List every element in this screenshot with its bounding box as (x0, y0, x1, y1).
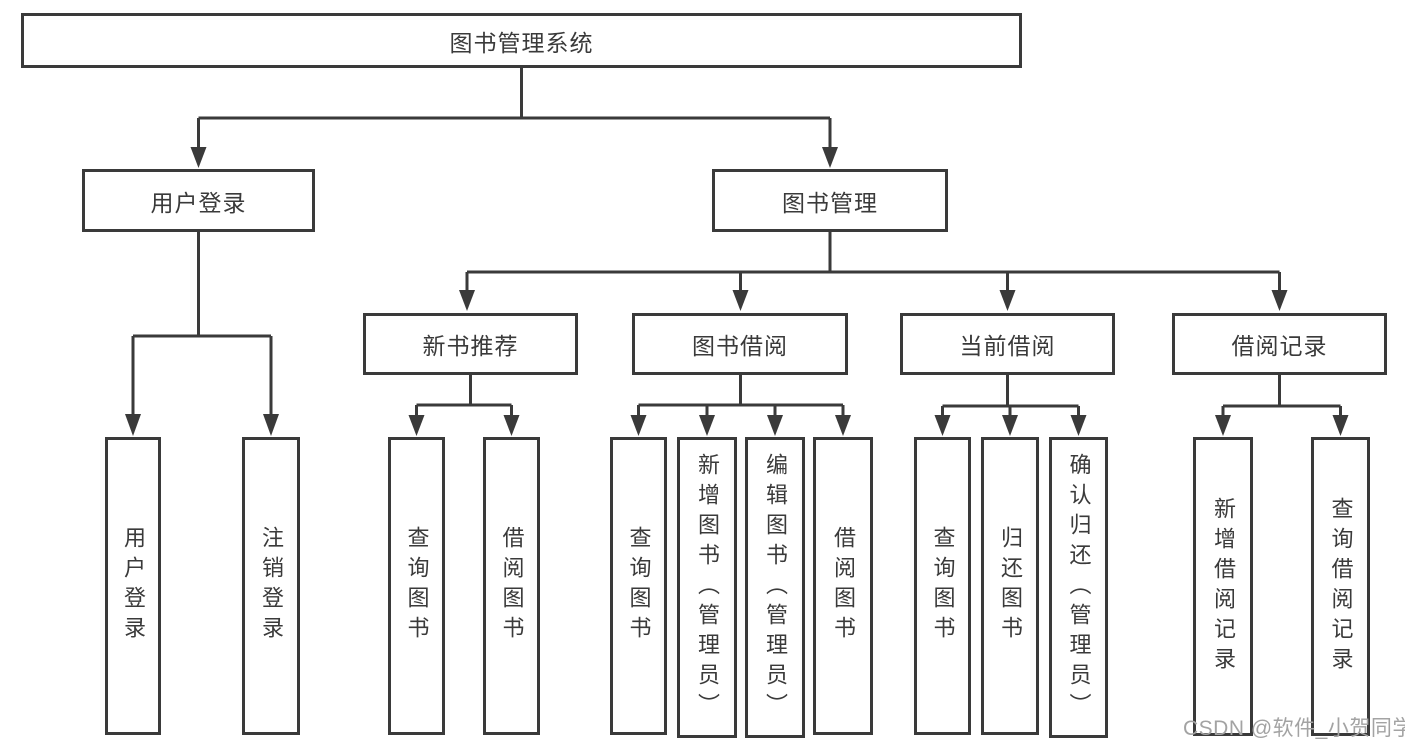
leaf-borrow-books-borrowing: 借阅图书 (813, 437, 873, 735)
node-label: 查询图书 (930, 526, 956, 646)
node-book-borrowing: 图书借阅 (632, 313, 848, 375)
leaf-query-borrow-record: 查询借阅记录 (1311, 437, 1370, 736)
connector-root-to-level2 (190, 68, 838, 168)
node-label: 图书借阅 (692, 333, 788, 359)
leaf-query-books-current: 查询图书 (914, 437, 971, 735)
node-label: 新增图书（管理员） (695, 452, 720, 723)
leaf-query-books-recommend: 查询图书 (388, 437, 445, 735)
node-label: 借阅图书 (499, 526, 525, 646)
node-label: 用户登录 (121, 526, 146, 646)
node-borrowing-records: 借阅记录 (1172, 313, 1387, 375)
connector-new-book-recommend-to-children (408, 375, 520, 436)
node-label: 新增借阅记录 (1211, 496, 1236, 677)
node-label: 编辑图书（管理员） (763, 452, 788, 723)
node-current-borrowing: 当前借阅 (900, 313, 1115, 375)
leaf-logout: 注销登录 (242, 437, 300, 735)
node-label: 图书管理 (782, 189, 878, 216)
leaf-return-books: 归还图书 (981, 437, 1039, 735)
node-label: 新书推荐 (422, 333, 519, 359)
leaf-add-book-admin: 新增图书（管理员） (677, 437, 737, 738)
node-label: 注销登录 (259, 526, 284, 646)
leaf-add-borrow-record: 新增借阅记录 (1193, 437, 1253, 736)
node-label: 借阅记录 (1231, 333, 1328, 359)
connector-book-borrowing-to-children (630, 375, 851, 436)
node-label: 借阅图书 (831, 526, 856, 646)
node-label: 查询借阅记录 (1328, 496, 1354, 677)
connector-book-management-to-level3 (459, 232, 1288, 311)
leaf-query-books-borrowing: 查询图书 (610, 437, 667, 735)
node-label: 查询图书 (626, 526, 652, 646)
csdn-watermark: CSDN @软件_小贺同学 (1183, 717, 1405, 740)
node-label: 归还图书 (998, 526, 1023, 646)
node-label: 图书管理系统 (449, 29, 594, 56)
node-user-login: 用户登录 (82, 169, 315, 232)
node-label: 当前借阅 (959, 333, 1056, 359)
leaf-edit-book-admin: 编辑图书（管理员） (745, 437, 805, 738)
node-label: 用户登录 (150, 189, 247, 216)
node-label: 查询图书 (404, 526, 430, 646)
node-library-management-system: 图书管理系统 (21, 13, 1022, 68)
connector-borrowing-records-to-children (1215, 375, 1349, 436)
node-book-management: 图书管理 (712, 169, 948, 232)
node-label: 确认归还（管理员） (1066, 452, 1092, 723)
leaf-confirm-return-admin: 确认归还（管理员） (1049, 437, 1108, 738)
leaf-borrow-books-recommend: 借阅图书 (483, 437, 540, 735)
connector-current-borrowing-to-children (934, 375, 1087, 436)
connector-user-login-to-children (125, 232, 279, 436)
leaf-user-login: 用户登录 (105, 437, 161, 735)
node-new-book-recommend: 新书推荐 (363, 313, 578, 375)
